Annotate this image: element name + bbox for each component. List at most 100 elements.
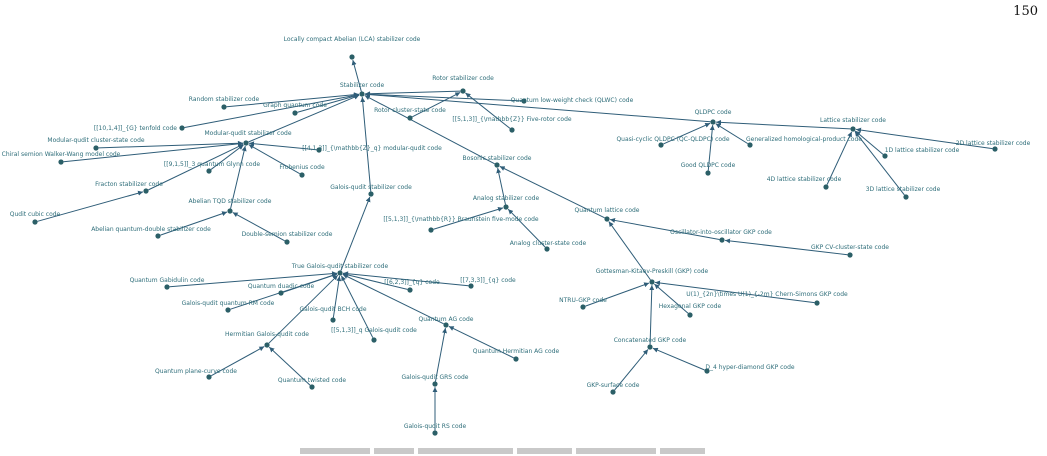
node-dot bbox=[432, 381, 438, 387]
node-dot bbox=[368, 191, 374, 197]
node-label: Quantum Hermitian AG code bbox=[473, 348, 560, 355]
node-dot bbox=[179, 125, 185, 131]
node-c623: [[6,2,3]]_{q} code bbox=[384, 279, 440, 293]
node-dot bbox=[443, 322, 449, 328]
edge-gkpcv-to-osc bbox=[725, 238, 848, 256]
node-gkpcv: GKP CV-cluster-state code bbox=[811, 244, 889, 258]
node-dot bbox=[544, 246, 550, 252]
node-dot bbox=[164, 284, 170, 290]
edge-lattice-to-qldpc bbox=[716, 119, 851, 130]
edge-analog-to-bosonic bbox=[496, 167, 506, 205]
node-dot bbox=[309, 384, 315, 390]
node-label: Generalized homological-product code bbox=[746, 136, 862, 143]
edge-rotorcluster-to-rotor bbox=[412, 91, 461, 118]
node-dot bbox=[850, 126, 856, 132]
edge-modqudit-to-stab bbox=[248, 94, 360, 143]
edge-grs-to-qag bbox=[434, 327, 447, 382]
page-number: 150 bbox=[1013, 4, 1038, 19]
node-dot bbox=[604, 216, 610, 222]
node-dot bbox=[206, 374, 212, 380]
node-label: Galois-qudit quantum RM code bbox=[182, 300, 275, 307]
node-bosonic: Bosonic stabilizer code bbox=[463, 155, 532, 168]
node-label: Abelian quantum-double stabilizer code bbox=[91, 226, 211, 233]
node-label: [[5,1,3]]_{\mathbb{R}} Braunstein five-m… bbox=[383, 216, 539, 223]
edge-abeliandouble-to-tqd bbox=[160, 211, 228, 236]
node-dot bbox=[337, 270, 343, 276]
node-qlwc: Quantum low-weight check (QLWC) code bbox=[511, 97, 634, 104]
node-lat2d: 2D lattice stabilizer code bbox=[956, 140, 1031, 152]
node-frobenius: Frobenius code bbox=[279, 164, 325, 178]
code-hierarchy-graph: Locally compact Abelian (LCA) stabilizer… bbox=[2, 36, 1031, 436]
node-dot bbox=[143, 188, 149, 194]
node-stab: Stabilizer code bbox=[340, 82, 384, 97]
node-dot bbox=[521, 98, 527, 104]
node-random: Random stabilizer code bbox=[189, 96, 260, 110]
edge-chiral-to-modqudit bbox=[63, 141, 243, 163]
node-dot bbox=[407, 287, 413, 293]
node-hex: Hexagonal GKP code bbox=[659, 303, 722, 318]
node-dot bbox=[649, 279, 655, 285]
node-label: Quantum plane-curve code bbox=[155, 368, 237, 375]
node-lat4d: 4D lattice stabilizer code bbox=[767, 176, 842, 190]
node-dot bbox=[407, 115, 413, 121]
node-dot bbox=[903, 194, 909, 200]
node-label: Analog stabilizer code bbox=[473, 195, 540, 202]
node-c733: [[7,3,3]]_{q} code bbox=[460, 277, 516, 289]
node-label: 4D lattice stabilizer code bbox=[767, 176, 842, 183]
node-dyadic: Quantum duadic code bbox=[248, 283, 314, 296]
node-label: 3D lattice stabilizer code bbox=[866, 186, 941, 193]
node-dot bbox=[243, 140, 249, 146]
edge-qag-to-truegalois bbox=[342, 273, 444, 325]
node-mod413: [[4,1,3]]_{\mathbb{Z}_q} modular-qudit c… bbox=[302, 145, 442, 153]
node-label: Galois-qudit RS code bbox=[404, 423, 467, 430]
node-dot bbox=[316, 147, 322, 153]
node-genhom: Generalized homological-product code bbox=[746, 136, 862, 148]
node-tqd: Abelian TQD stabilizer code bbox=[189, 198, 272, 214]
node-rotor: Rotor stabilizer code bbox=[432, 75, 494, 94]
node-label: Quantum lattice code bbox=[575, 207, 640, 214]
edge-plane-to-hermgal bbox=[211, 346, 265, 377]
node-grs: Galois-qudit GRS code bbox=[402, 374, 469, 387]
node-lattice: Lattice stabilizer code bbox=[820, 117, 886, 132]
edge-hex-to-gkp bbox=[654, 283, 689, 314]
node-label: Quantum twisted code bbox=[278, 377, 347, 384]
node-label: Quantum low-weight check (QLWC) code bbox=[511, 97, 634, 104]
edge-rm-to-truegalois bbox=[230, 273, 338, 310]
node-dot bbox=[494, 162, 500, 168]
node-dot bbox=[221, 104, 227, 110]
node-dot bbox=[705, 170, 711, 176]
node-label: Modular-qudit stabilizer code bbox=[204, 130, 291, 137]
node-glynn: [[9,1,5]]_3 quantum Glynn code bbox=[164, 161, 260, 174]
node-graph: Graph quantum code bbox=[263, 102, 327, 116]
node-lca: Locally compact Abelian (LCA) stabilizer… bbox=[284, 36, 421, 60]
node-dot bbox=[58, 159, 64, 165]
node-dot bbox=[509, 127, 515, 133]
node-label: QLDPC code bbox=[695, 109, 732, 116]
node-label: Qudit cubic code bbox=[10, 211, 61, 218]
edge-qlattice-to-bosonic bbox=[499, 165, 605, 219]
edge-gkpsurf-to-concat bbox=[614, 349, 649, 391]
node-galois: Galois-qudit stabilizer code bbox=[330, 184, 412, 197]
node-dot bbox=[687, 312, 693, 318]
node-label: 2D lattice stabilizer code bbox=[956, 140, 1031, 147]
node-label: Abelian TQD stabilizer code bbox=[189, 198, 272, 205]
node-qcqldpc: Quasi-cyclic QLDPC (QC-QLDPC) code bbox=[616, 136, 730, 148]
edge-concat-to-gkp bbox=[649, 285, 655, 345]
node-modqudit: Modular-qudit stabilizer code bbox=[204, 130, 292, 146]
edge-lat4d-to-lattice bbox=[826, 131, 853, 185]
node-dot bbox=[704, 368, 710, 374]
node-dot bbox=[992, 146, 998, 152]
node-dot bbox=[432, 430, 438, 436]
node-dot bbox=[225, 307, 231, 313]
edge-g513-to-truegalois bbox=[340, 275, 374, 338]
edge-random-to-stab bbox=[226, 92, 359, 108]
node-dot bbox=[371, 337, 377, 343]
node-label: Graph quantum code bbox=[263, 102, 327, 109]
node-label: Hexagonal GKP code bbox=[659, 303, 722, 310]
node-truegalois: True Galois-qudit stabilizer code bbox=[291, 263, 388, 276]
node-qldpc: QLDPC code bbox=[695, 109, 732, 125]
node-dot bbox=[460, 88, 466, 94]
edge-ntru-to-gkp bbox=[585, 282, 650, 307]
edge-good-to-qldpc bbox=[707, 125, 715, 171]
